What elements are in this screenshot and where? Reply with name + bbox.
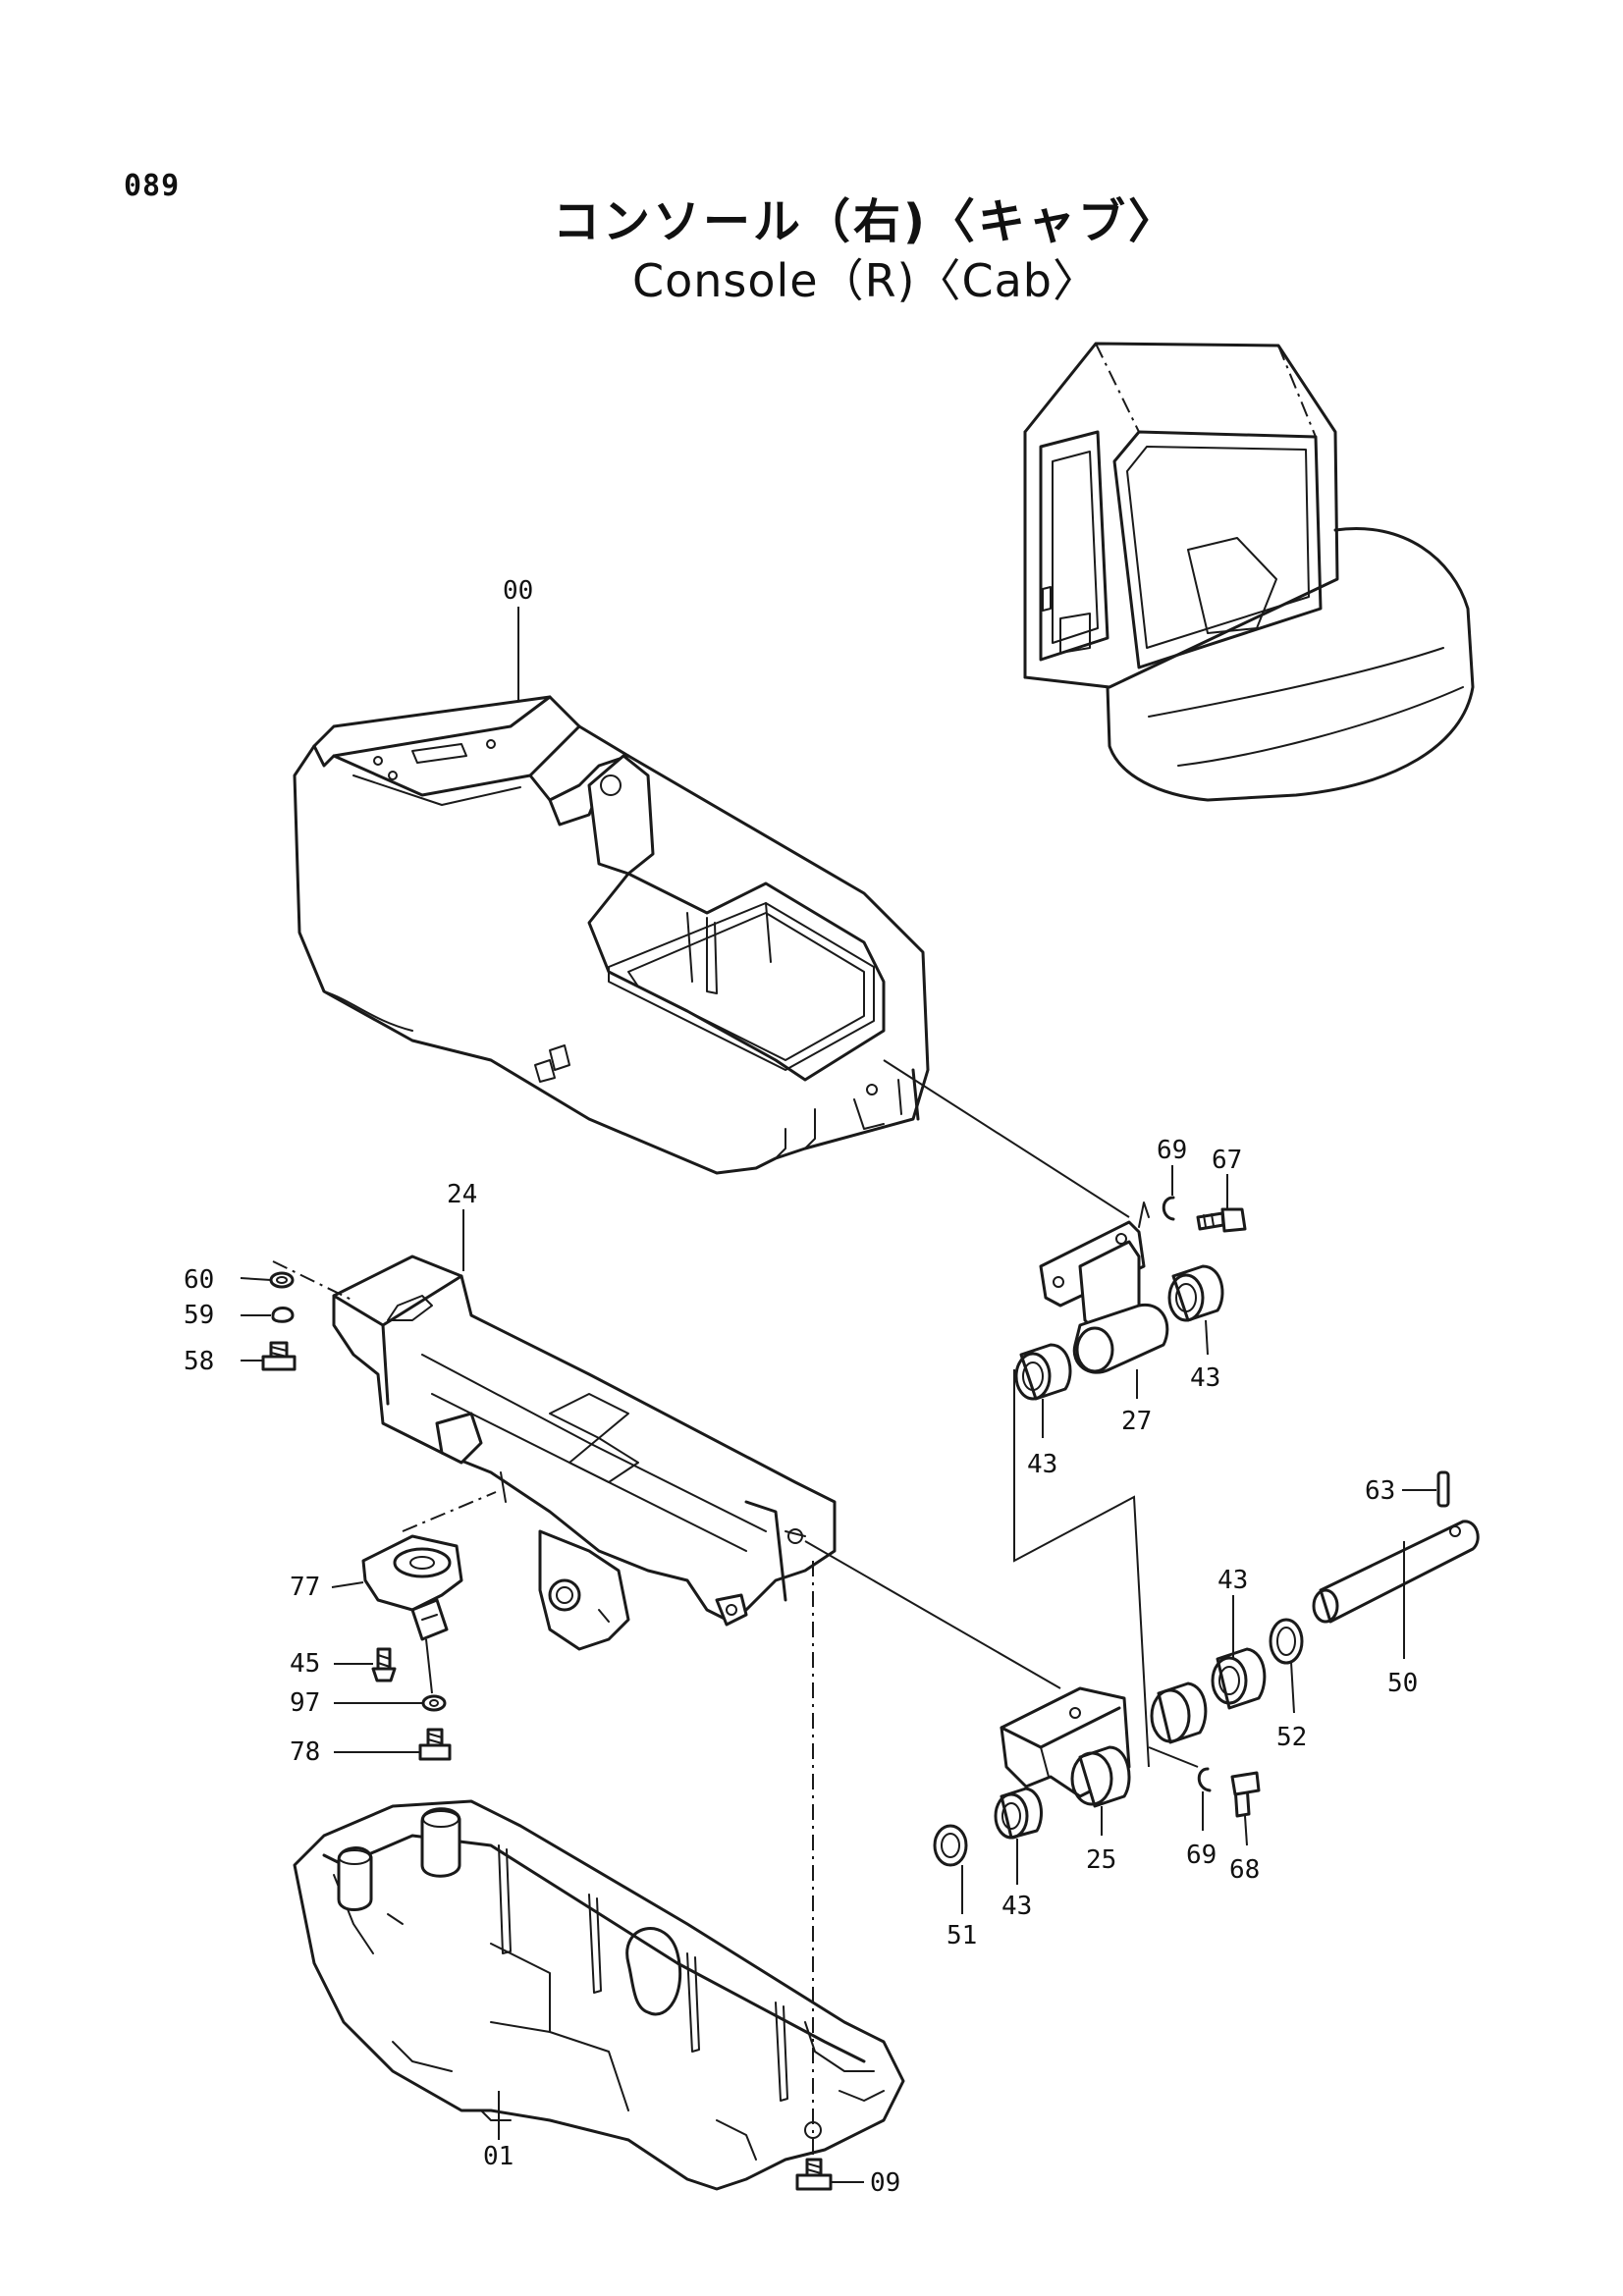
callout-97: 97 <box>290 1688 320 1718</box>
lock-washer-59 <box>271 1307 295 1323</box>
callout-58: 58 <box>184 1347 214 1376</box>
callout-50: 50 <box>1387 1669 1418 1698</box>
callout-63: 63 <box>1365 1476 1395 1506</box>
bolt-67 <box>1196 1207 1247 1233</box>
callout-52: 52 <box>1276 1723 1307 1752</box>
washer-60 <box>269 1271 295 1289</box>
bushing-43-lower-left <box>994 1787 1044 1840</box>
assembly-line-console-to-27 <box>883 1059 1130 1218</box>
bolt-68 <box>1230 1771 1261 1818</box>
callout-69-upper: 69 <box>1157 1136 1187 1165</box>
pin-50 <box>1312 1520 1480 1624</box>
page-number: 089 <box>124 169 181 203</box>
callout-59: 59 <box>184 1301 214 1330</box>
washer-51 <box>933 1824 968 1867</box>
callout-24: 24 <box>447 1180 477 1209</box>
callout-25: 25 <box>1086 1845 1116 1875</box>
callout-labels: 00 24 60 59 58 77 45 97 78 01 09 69 67 4… <box>184 576 1418 2198</box>
pivot-bracket-part-25 <box>1000 1686 1131 1808</box>
callout-51: 51 <box>947 1921 977 1950</box>
title-english: Console（R)〈Cab〉 <box>631 254 1100 307</box>
snap-ring-69-lower <box>1197 1767 1212 1792</box>
assembly-line-77 <box>402 1491 497 1532</box>
assembly-line-24-to-25 <box>804 1540 1061 1689</box>
callout-01: 01 <box>483 2142 514 2171</box>
callout-leaders <box>240 607 1436 2183</box>
screw-45 <box>371 1647 397 1682</box>
lower-cover-part-01 <box>293 1799 905 2191</box>
bolt-58 <box>261 1341 297 1371</box>
cab-locator-illustration <box>1023 342 1475 802</box>
pivot-bracket-part-27 <box>1039 1201 1169 1374</box>
callout-27: 27 <box>1121 1407 1152 1436</box>
callout-09: 09 <box>870 2168 900 2198</box>
frame-bracket-part-24 <box>332 1255 837 1651</box>
spring-pin-63 <box>1436 1470 1450 1508</box>
callout-43-mid: 43 <box>1217 1566 1248 1595</box>
callout-45: 45 <box>290 1649 320 1679</box>
callout-68: 68 <box>1229 1855 1260 1885</box>
bushing-43-mid <box>1211 1647 1267 1710</box>
snap-ring-69-upper <box>1162 1196 1175 1221</box>
bushing-43-upper-left <box>1014 1343 1072 1401</box>
callout-78: 78 <box>290 1737 320 1767</box>
assembly-line-bushings <box>1013 1369 1150 1768</box>
title-japanese: コンソール（右)〈キャブ〉 <box>553 194 1178 249</box>
callout-67: 67 <box>1212 1146 1242 1175</box>
bushing-43-lower-right <box>1150 1682 1208 1744</box>
bushing-43-upper-right <box>1167 1264 1224 1322</box>
callout-43-upper-left: 43 <box>1027 1450 1057 1479</box>
assembly-line-58-60 <box>272 1260 354 1302</box>
callout-60: 60 <box>184 1265 214 1295</box>
washer-97 <box>421 1694 447 1712</box>
callout-69-lower: 69 <box>1186 1841 1217 1870</box>
callout-77: 77 <box>290 1573 320 1602</box>
assembly-line-25-69 <box>1148 1746 1199 1768</box>
bolt-09 <box>795 2158 833 2191</box>
callout-43-upper-right: 43 <box>1190 1363 1220 1393</box>
callout-43-lower-left: 43 <box>1001 1892 1032 1921</box>
console-cover-part-00 <box>293 695 930 1175</box>
washer-52 <box>1269 1618 1304 1665</box>
bolt-78 <box>418 1728 452 1761</box>
callout-00: 00 <box>503 576 533 606</box>
assembly-line-97 <box>425 1638 433 1694</box>
base-plate-part-77 <box>361 1534 463 1641</box>
